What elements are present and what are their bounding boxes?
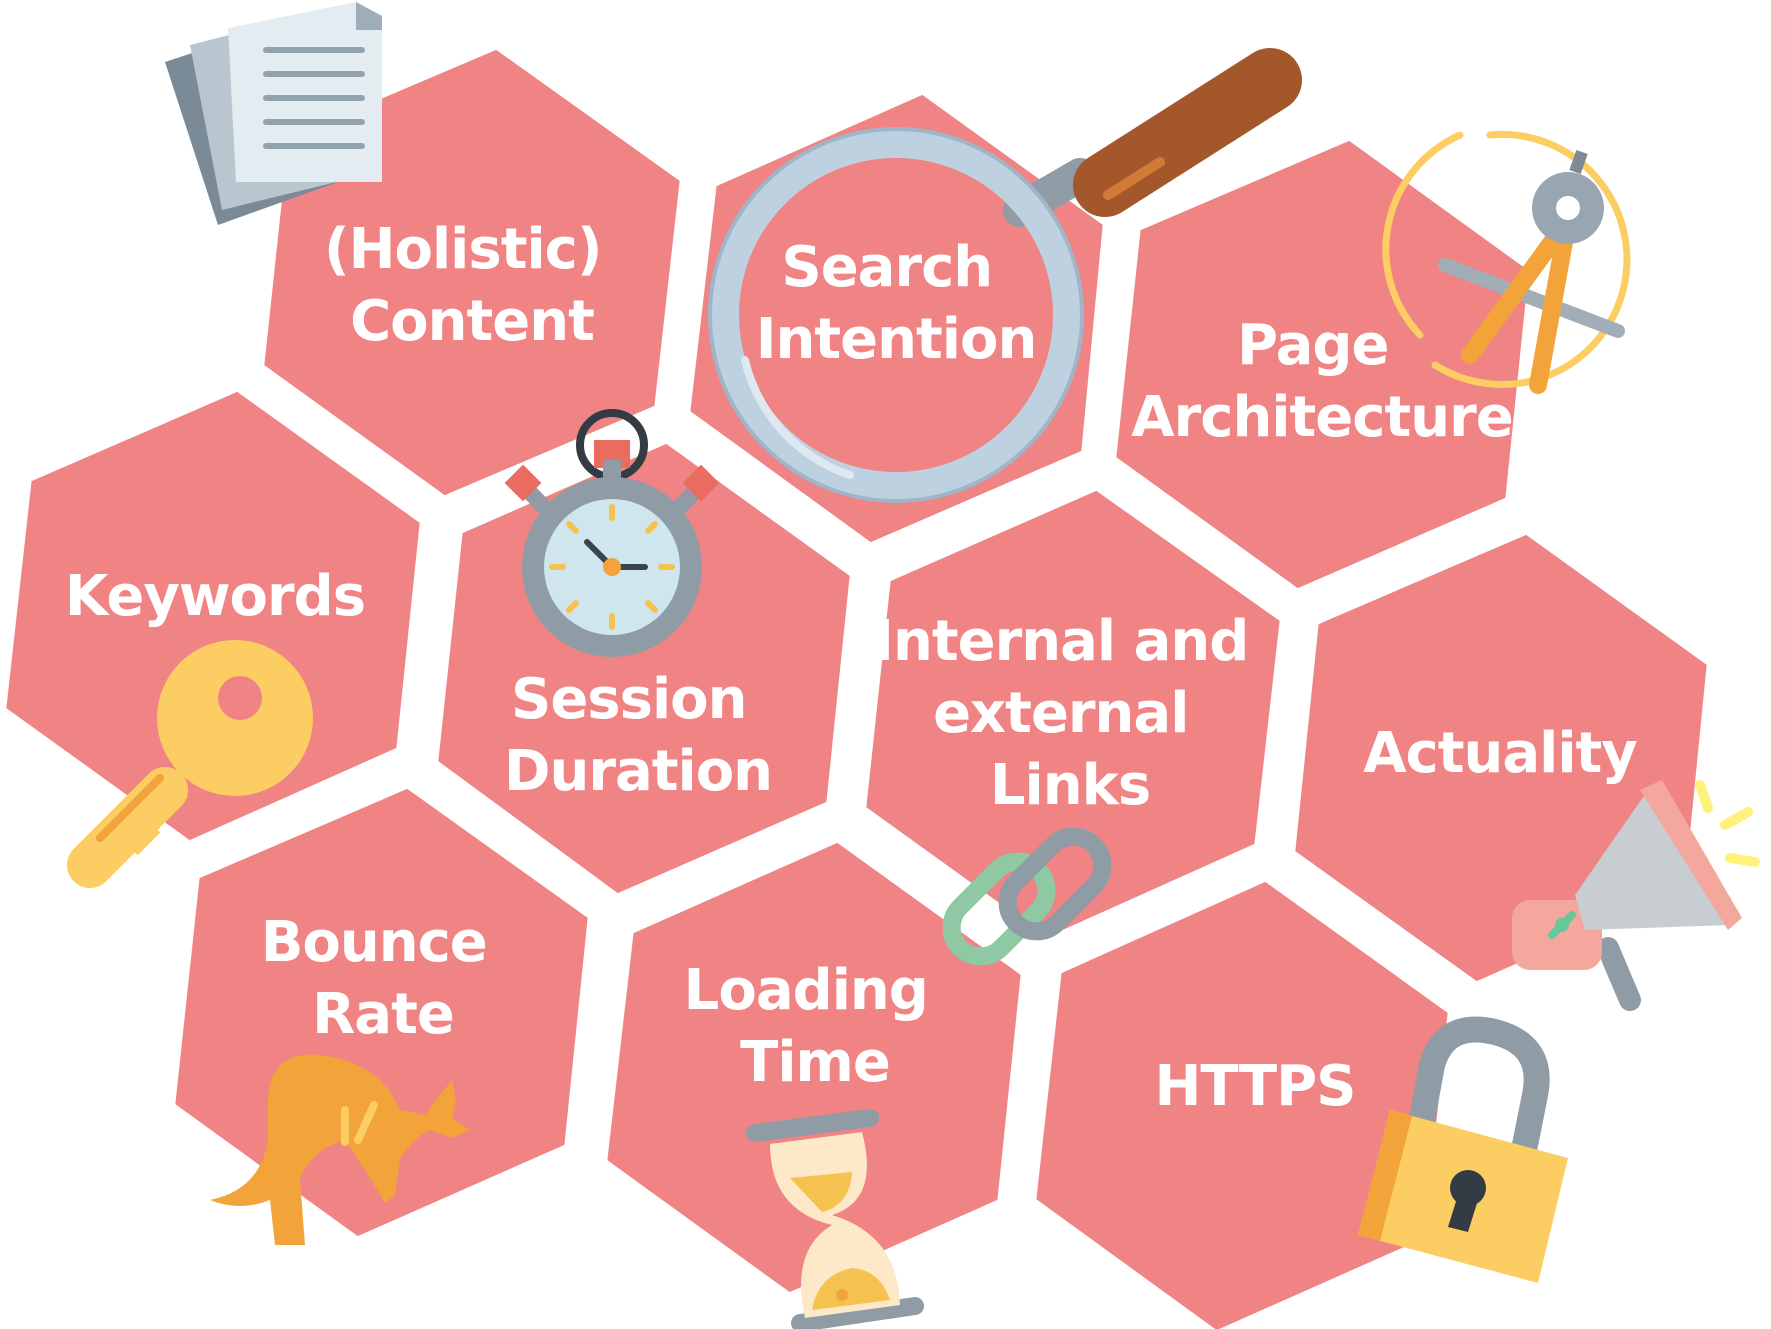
hex-label: Search Intention (756, 235, 1037, 372)
hex-label: Loading Time (684, 958, 947, 1095)
hex-label: Actuality (1363, 721, 1637, 786)
megaphone-icon (1512, 780, 1760, 1011)
hex-label: Internal and external Links (873, 609, 1267, 818)
padlock-icon (1358, 1016, 1568, 1283)
hex-shape (853, 477, 1293, 951)
hex-cell-https: HTTPS (1023, 868, 1461, 1329)
hex-label: Page Architecture (1131, 313, 1512, 450)
hex-label: Session Duration (504, 667, 772, 804)
hex-cell-internal-external-links: Internal and external Links (853, 477, 1293, 951)
hex-shape (0, 378, 433, 854)
hex-shape (1023, 868, 1461, 1329)
documents-icon (165, 2, 382, 225)
key-icon (67, 640, 313, 888)
hex-label: Keywords (65, 564, 365, 629)
hex-label: HTTPS (1155, 1054, 1356, 1119)
kangaroo-icon (210, 1054, 470, 1245)
hex-label: Bounce Rate (261, 910, 506, 1047)
hex-shape (594, 829, 1034, 1306)
stopwatch-icon (504, 409, 720, 657)
hex-label: (Holistic) Content (324, 217, 620, 354)
magnifier-icon (708, 48, 1302, 503)
chain-link-icon (942, 827, 1112, 966)
hex-cell-loading-time: Loading Time (594, 829, 1034, 1306)
hex-cell-keywords: Keywords (0, 378, 433, 854)
compass-icon (1382, 130, 1631, 394)
hourglass-icon (746, 1109, 924, 1329)
hex-cell-page-architecture: Page Architecture (1103, 127, 1542, 602)
